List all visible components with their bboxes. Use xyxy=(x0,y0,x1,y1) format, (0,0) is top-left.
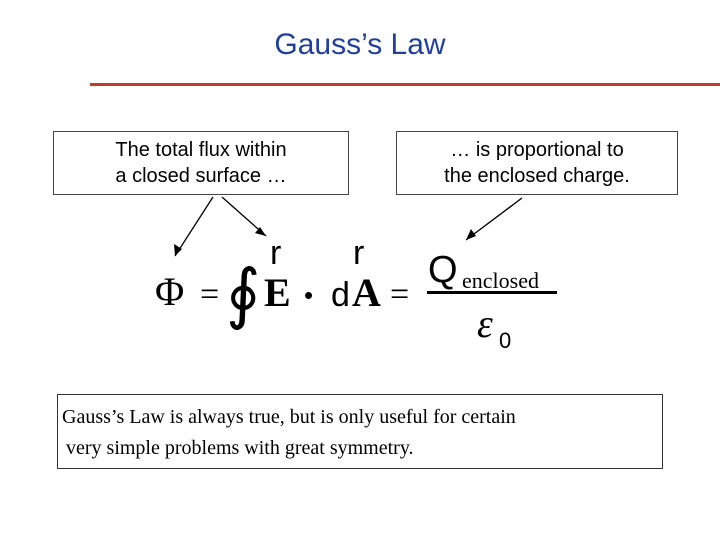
callout-total-flux: The total flux within a closed surface … xyxy=(53,131,349,195)
note-line1: Gauss’s Law is always true, but is only … xyxy=(62,406,516,428)
callout-enclosed-charge: … is proportional to the enclosed charge… xyxy=(396,131,678,195)
title-underline xyxy=(90,83,720,86)
closed-integral-symbol: ∮ xyxy=(226,258,260,331)
flux-symbol: Φ xyxy=(155,269,184,314)
electric-field-symbol: E xyxy=(264,270,291,315)
equals-sign-2: = xyxy=(390,276,409,313)
arrow-to-phi xyxy=(174,196,214,257)
note-line2: very simple problems with great symmetry… xyxy=(66,437,414,459)
fraction-bar xyxy=(427,291,557,294)
callout-right-line1: … is proportional to xyxy=(450,139,624,161)
vector-mark-e: r xyxy=(270,234,281,272)
differential-symbol: d xyxy=(331,276,350,314)
vector-mark-a: r xyxy=(353,234,364,272)
usefulness-note: Gauss’s Law is always true, but is only … xyxy=(57,394,663,469)
permittivity-symbol: ε xyxy=(477,301,493,346)
arrowheads xyxy=(174,227,476,256)
callout-arrows xyxy=(174,196,523,257)
area-vector-symbol: A xyxy=(352,270,381,315)
equals-sign-1: = xyxy=(200,276,219,313)
callout-left-line2: a closed surface … xyxy=(115,165,287,187)
dot-product-symbol: • xyxy=(304,280,313,310)
slide-title: Gauss’s Law xyxy=(274,28,446,61)
callout-right-line2: the enclosed charge. xyxy=(444,165,630,187)
callout-left-line1: The total flux within xyxy=(115,139,287,161)
permittivity-subscript: 0 xyxy=(499,328,511,353)
arrow-to-charge xyxy=(465,197,523,241)
charge-subscript: enclosed xyxy=(462,268,539,293)
charge-symbol: Q xyxy=(428,249,458,291)
